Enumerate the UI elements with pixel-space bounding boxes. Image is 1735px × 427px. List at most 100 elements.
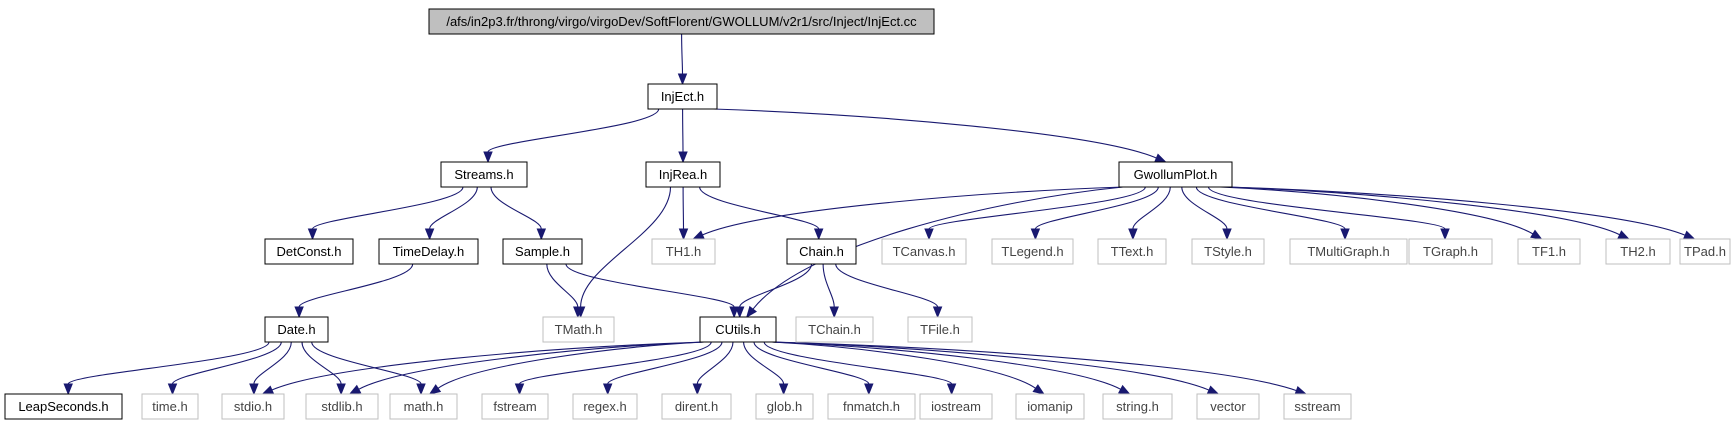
- arrowhead-icon: [692, 383, 703, 396]
- node-box: [502, 238, 583, 265]
- node-label: Sample.h: [515, 244, 570, 259]
- node-box: [1118, 161, 1233, 188]
- node-box: [1097, 238, 1167, 265]
- node-box: [699, 316, 777, 343]
- node-box: [264, 238, 354, 265]
- edge-line: [311, 186, 464, 230]
- node-box: [661, 393, 732, 420]
- node-leapseconds[interactable]: LeapSeconds.h: [4, 393, 123, 420]
- node-label: LeapSeconds.h: [18, 399, 108, 414]
- edge-line: [835, 263, 939, 308]
- node-box: [795, 316, 874, 343]
- node-box: [645, 161, 721, 188]
- node-tmath: TMath.h: [542, 316, 615, 343]
- edge-line: [487, 108, 660, 153]
- edge-gwollum-to-ttext: [1128, 186, 1171, 241]
- node-injrea[interactable]: InjRea.h: [645, 161, 721, 188]
- edge-gwollum-to-tmultigraph: [1195, 186, 1350, 241]
- edge-cutils-to-stdio: [261, 341, 705, 395]
- edge-date-to-stdlib: [301, 341, 346, 396]
- edge-line: [311, 341, 422, 385]
- node-tf1: TF1.h: [1517, 238, 1581, 265]
- node-box: [1283, 393, 1352, 420]
- arrowhead-icon: [692, 230, 705, 240]
- edge-line: [739, 263, 813, 308]
- arrowhead-icon: [424, 228, 435, 241]
- edge-line: [771, 341, 1210, 391]
- node-sample[interactable]: Sample.h: [502, 238, 583, 265]
- edge-injrea-to-th1: [678, 186, 689, 241]
- arrowhead-icon: [1128, 228, 1138, 241]
- node-box: [919, 393, 993, 420]
- node-box: [305, 393, 379, 420]
- node-cutils[interactable]: CUtils.h: [699, 316, 777, 343]
- node-label: TMultiGraph.h: [1307, 244, 1389, 259]
- edge-injecth-to-gwollum: [712, 108, 1167, 163]
- edge-line: [763, 341, 953, 385]
- arrowhead-icon: [536, 228, 547, 241]
- node-iostream: iostream: [919, 393, 993, 420]
- edge-gwollum-to-th2: [1227, 186, 1631, 240]
- edge-line: [253, 341, 292, 385]
- edge-line: [271, 341, 705, 391]
- node-box: [1408, 238, 1493, 265]
- arrowhead-icon: [678, 151, 688, 164]
- node-detconst[interactable]: DetConst.h: [264, 238, 354, 265]
- node-regex: regex.h: [572, 393, 638, 420]
- edge-streams-to-sample: [490, 186, 547, 241]
- node-math: math.h: [389, 393, 458, 420]
- edge-chain-to-tfile: [835, 263, 943, 319]
- arrowhead-icon: [1222, 228, 1232, 241]
- arrowhead-icon: [416, 383, 426, 396]
- edge-gwollum-to-tf1: [1220, 186, 1543, 240]
- arrowhead-icon: [336, 383, 346, 396]
- edge-line: [1132, 186, 1171, 230]
- arrowhead-icon: [1206, 385, 1220, 395]
- arrowhead-icon: [514, 383, 525, 396]
- edge-gwollum-to-cutils: [745, 186, 1124, 319]
- node-label: glob.h: [767, 399, 802, 414]
- edge-line: [681, 33, 684, 75]
- node-box: [1196, 393, 1260, 420]
- node-label: TChain.h: [808, 322, 861, 337]
- edge-line: [490, 186, 542, 230]
- node-label: regex.h: [583, 399, 626, 414]
- node-box: [572, 393, 638, 420]
- node-label: InjEct.h: [661, 89, 704, 104]
- node-chain[interactable]: Chain.h: [786, 238, 857, 265]
- node-gwollum[interactable]: GwollumPlot.h: [1118, 161, 1233, 188]
- arrowhead-icon: [428, 384, 442, 395]
- node-label: sstream: [1294, 399, 1340, 414]
- node-tchain: TChain.h: [795, 316, 874, 343]
- node-root[interactable]: /afs/in2p3.fr/throng/virgo/virgoDev/Soft…: [428, 8, 935, 35]
- edge-cutils-to-dirent: [692, 341, 734, 396]
- node-th2: TH2.h: [1605, 238, 1671, 265]
- edge-line: [358, 341, 705, 390]
- node-label: stdlib.h: [321, 399, 362, 414]
- edge-line: [752, 186, 1124, 310]
- node-streams[interactable]: Streams.h: [440, 161, 528, 188]
- node-date[interactable]: Date.h: [264, 316, 329, 343]
- arrowhead-icon: [678, 228, 689, 241]
- node-box: [651, 238, 716, 265]
- node-label: iomanip: [1027, 399, 1073, 414]
- edge-date-to-math: [311, 341, 426, 396]
- node-box: [264, 316, 329, 343]
- arrowhead-icon: [677, 73, 688, 86]
- node-label: TStyle.h: [1204, 244, 1252, 259]
- node-box: [378, 238, 479, 265]
- node-label: Chain.h: [799, 244, 844, 259]
- node-label: TCanvas.h: [893, 244, 956, 259]
- node-injecth[interactable]: InjEct.h: [647, 83, 718, 110]
- arrowhead-icon: [249, 383, 259, 396]
- node-label: TFile.h: [920, 322, 960, 337]
- node-tmultigraph: TMultiGraph.h: [1289, 238, 1408, 265]
- node-label: TText.h: [1111, 244, 1154, 259]
- arrowhead-icon: [813, 228, 824, 241]
- edge-line: [771, 341, 1036, 389]
- node-time: time.h: [141, 393, 199, 420]
- arrowhead-icon: [864, 383, 874, 396]
- edge-cutils-to-iomanip: [771, 341, 1045, 395]
- node-timedelay[interactable]: TimeDelay.h: [378, 238, 479, 265]
- edge-line: [1207, 186, 1446, 230]
